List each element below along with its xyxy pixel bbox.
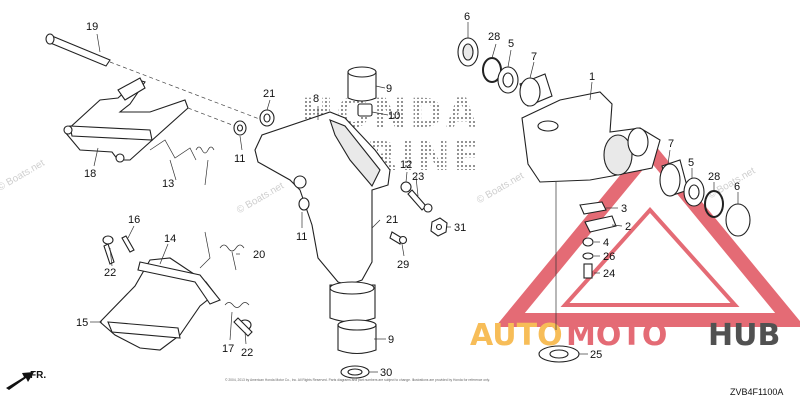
copyright-text: © 2004, 2013 by American Honda Motor Co.…	[225, 378, 490, 382]
callout-13: 13	[162, 178, 174, 190]
callout-11: 11	[234, 153, 245, 165]
callout-6: 6	[464, 11, 470, 23]
callout-15: 15	[76, 317, 88, 329]
part-7-bearing	[519, 73, 553, 107]
diagram-code: ZVB4F1100A	[730, 387, 783, 397]
part-17-spring	[224, 302, 250, 308]
part-18-tilt-frame	[63, 77, 241, 163]
part-5-seal	[497, 66, 519, 94]
watermark: © Boats.net	[0, 158, 47, 194]
part-12-washer	[400, 181, 412, 193]
callout-18: 18	[84, 168, 96, 180]
part-21-collar	[259, 109, 275, 127]
part-11-bushing-2	[298, 197, 310, 211]
callout-3: 3	[621, 203, 627, 215]
callout-21b: 21	[386, 214, 398, 226]
part-2-lever	[584, 215, 617, 233]
part-25-plate	[538, 345, 580, 363]
part-26-washer	[582, 252, 594, 260]
callout-7: 7	[531, 51, 537, 63]
part-14-link	[137, 261, 221, 305]
watermark: © Boats.net	[235, 180, 286, 216]
callout-28: 28	[488, 31, 500, 43]
part-1-housing	[521, 91, 661, 330]
part-24-bolt	[583, 263, 593, 279]
part-4-collar	[582, 237, 594, 247]
callout-28b: 28	[708, 171, 720, 183]
callout-5b: 5	[688, 157, 694, 169]
part-19-pin	[45, 33, 263, 121]
callout-8: 8	[313, 93, 319, 105]
callout-11b: 11	[296, 231, 307, 243]
part-8-swivel-case	[254, 111, 391, 323]
callout-21: 21	[263, 88, 275, 100]
callout-17: 17	[222, 343, 234, 355]
part-22-bolt-upper	[102, 235, 115, 265]
front-direction-arrow: FR.	[6, 370, 46, 390]
callout-23: 23	[412, 171, 424, 183]
callout-16: 16	[128, 214, 140, 226]
part-3-plate	[579, 201, 607, 215]
part-9-lower-bushing	[337, 319, 377, 355]
callout-9: 9	[386, 83, 392, 95]
watermark: © Boats.net	[475, 170, 526, 206]
overlay-hub: HUB	[708, 318, 780, 353]
overlay-moto: MOTO	[566, 318, 667, 353]
callout-20: 20	[253, 249, 265, 261]
callout-10: 10	[388, 110, 400, 122]
callout-12: 12	[400, 159, 412, 171]
callout-6b: 6	[734, 181, 740, 193]
part-16-bolt	[121, 235, 135, 253]
part-9-upper-bushing	[347, 66, 377, 102]
part-7-bearing-right	[659, 159, 689, 197]
callout-2: 2	[625, 221, 631, 233]
callout-5: 5	[508, 38, 514, 50]
callout-14: 14	[164, 233, 176, 245]
part-13-spring	[149, 139, 215, 186]
direction-label: FR.	[30, 370, 46, 381]
part-5-seal-right	[683, 177, 705, 207]
callout-24: 24	[603, 268, 615, 280]
part-31-nut	[430, 217, 448, 237]
callout-31: 31	[454, 222, 466, 234]
callout-25: 25	[590, 349, 602, 361]
part-23-bolt	[407, 189, 433, 213]
part-30-washer	[340, 365, 370, 379]
part-10-bushing	[357, 103, 373, 117]
callout-19: 19	[86, 21, 98, 33]
callout-7b: 7	[668, 138, 674, 150]
callout-22: 22	[104, 267, 116, 279]
part-29-bolt	[389, 231, 408, 245]
part-20-spring	[199, 231, 245, 271]
part-6-cap	[457, 37, 479, 67]
part-6-cap-right	[725, 203, 751, 237]
callout-4: 4	[603, 237, 609, 249]
callout-1: 1	[589, 71, 595, 83]
part-22-bolt-lower	[233, 317, 253, 337]
callout-22b: 22	[241, 347, 253, 359]
callout-29: 29	[397, 259, 409, 271]
callout-30: 30	[380, 367, 392, 379]
callout-9b: 9	[388, 334, 394, 346]
part-11-bushing	[233, 120, 247, 136]
callout-26: 26	[603, 251, 615, 263]
leader-lines	[90, 22, 739, 373]
